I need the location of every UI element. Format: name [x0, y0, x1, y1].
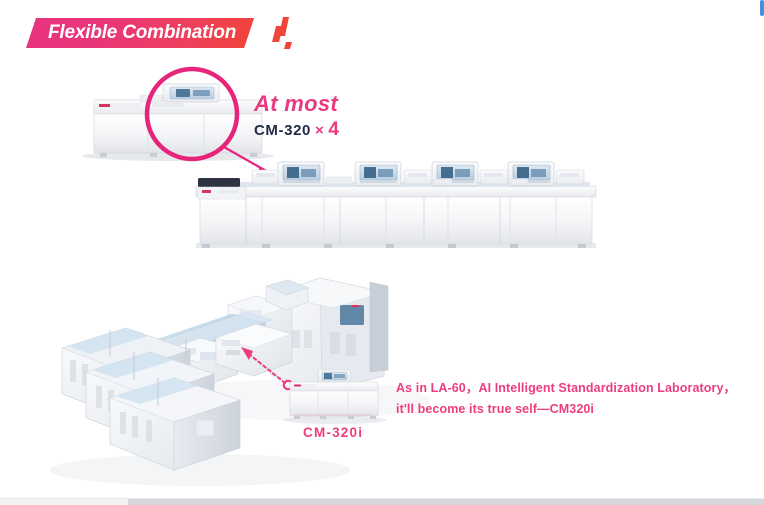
- model-name: CM-320: [254, 122, 311, 140]
- horizontal-scrollbar-track[interactable]: [0, 498, 764, 505]
- vertical-scrollbar[interactable]: [760, 0, 764, 16]
- unit-count: 4: [328, 119, 340, 141]
- section-title-banner: Flexible Combination: [26, 18, 254, 48]
- at-most-callout: At most CM-320 × 4: [254, 92, 340, 141]
- multiply-icon: ×: [314, 122, 325, 140]
- caption-line-1: As in LA-60，AI Intelligent Standardizati…: [396, 381, 737, 395]
- at-most-subline: CM-320 × 4: [254, 119, 340, 141]
- lab-caption: As in LA-60，AI Intelligent Standardizati…: [396, 378, 756, 419]
- at-most-headline: At most: [254, 91, 338, 116]
- page-title: Flexible Combination: [48, 22, 237, 43]
- horizontal-scrollbar-thumb[interactable]: [128, 499, 764, 505]
- slanted-bars-icon: [256, 17, 292, 49]
- cm320i-label: CM-320i: [303, 425, 364, 440]
- caption-line-2: it'll become its true self—CM320i: [396, 401, 594, 416]
